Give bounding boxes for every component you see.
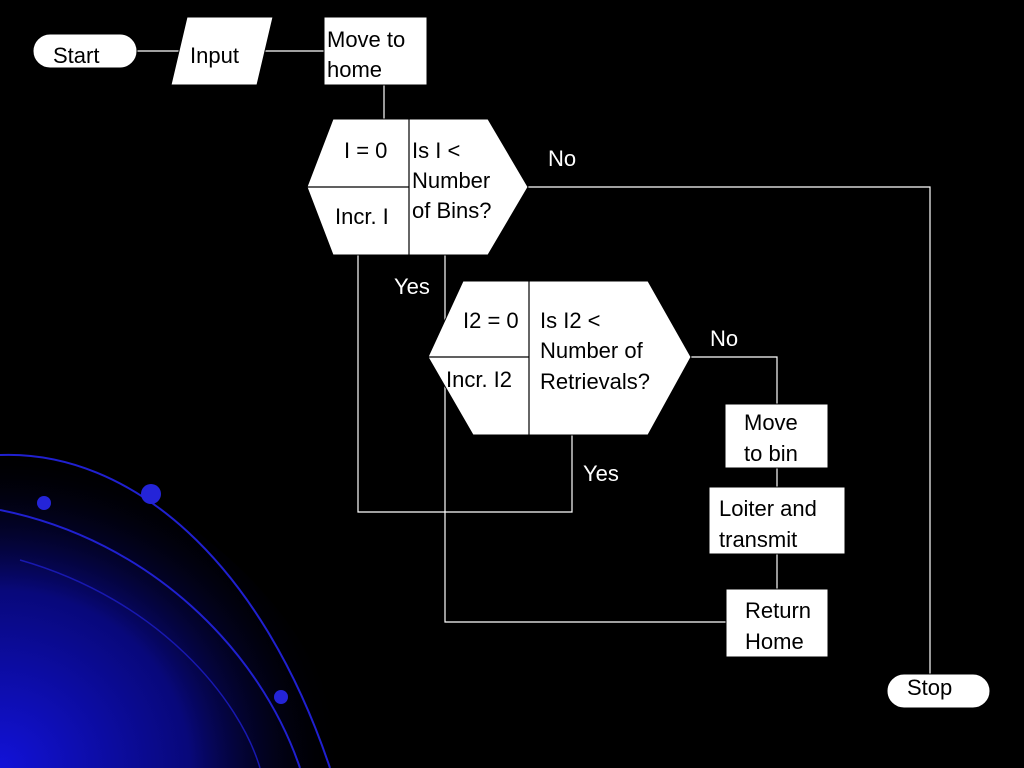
input-label: Input	[190, 43, 239, 68]
input-parallelogram: Input	[171, 17, 273, 85]
loop-i-incr: Incr. I	[335, 204, 389, 229]
loop-i2-init: I2 = 0	[463, 308, 519, 333]
move-home-box: Move to home	[324, 17, 427, 85]
start-terminal: Start	[33, 34, 137, 68]
background-decoration	[0, 445, 345, 768]
loop-i-hexagon: I = 0 Incr. I Is I < Number of Bins?	[307, 119, 528, 255]
loop-i-no-label: No	[548, 146, 576, 171]
loop-i2-incr: Incr. I2	[446, 367, 512, 392]
move-bin-box: Move to bin	[725, 404, 828, 468]
stop-label: Stop	[907, 675, 952, 700]
loiter-box: Loiter and transmit	[709, 487, 845, 554]
loop-i-yes-label: Yes	[394, 274, 430, 299]
loop-i-init: I = 0	[344, 138, 387, 163]
loop-i2-yes-label: Yes	[583, 461, 619, 486]
stop-terminal: Stop	[887, 674, 990, 708]
loop-i2-hexagon: I2 = 0 Incr. I2 Is I2 < Number of Retrie…	[428, 281, 691, 435]
start-label: Start	[53, 43, 99, 68]
loop-i2-no-label: No	[710, 326, 738, 351]
return-home-box: Return Home	[726, 589, 828, 657]
